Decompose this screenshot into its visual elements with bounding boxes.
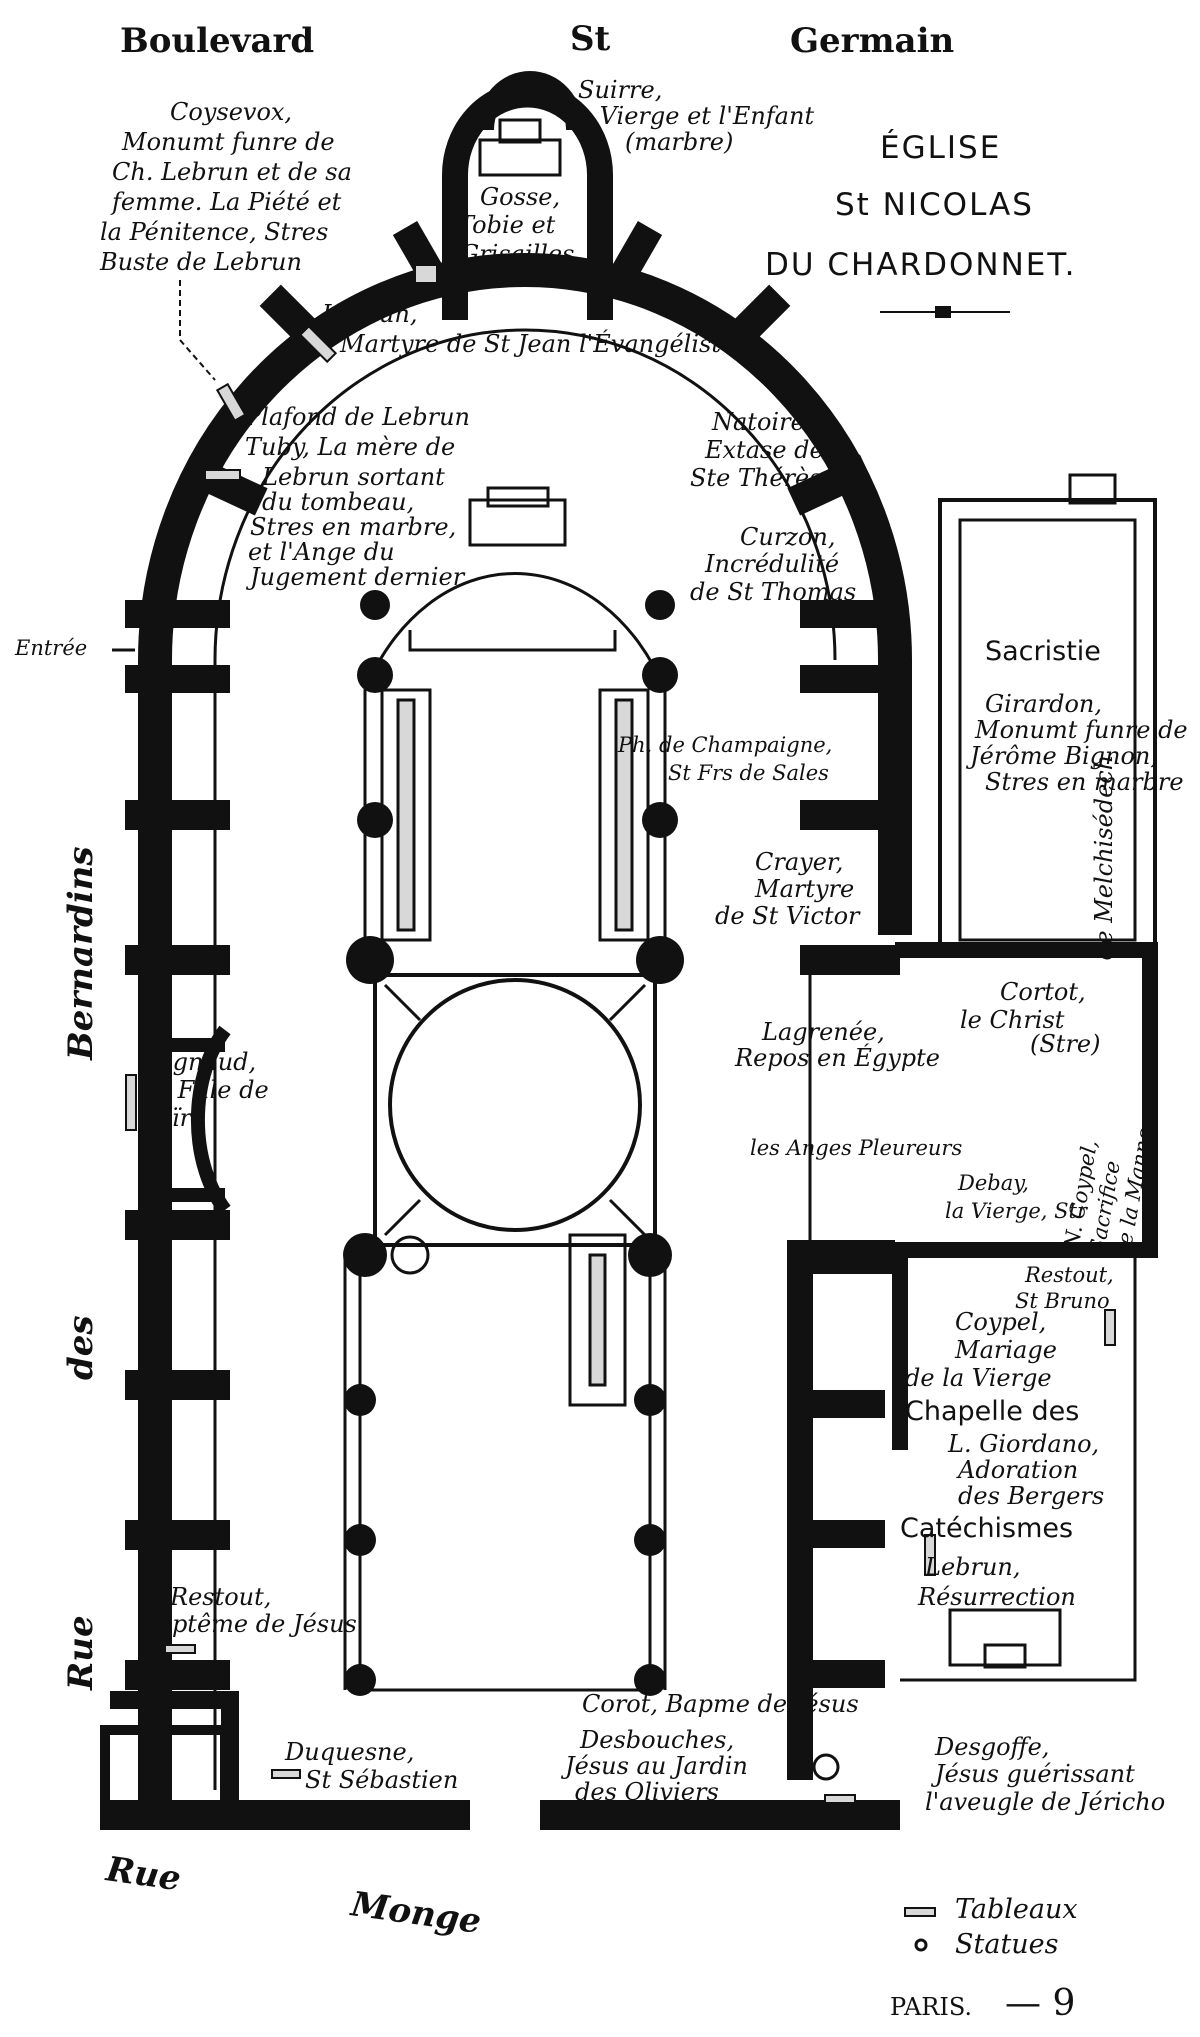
label-restout-bruno: Restout, St Bruno [1015, 1263, 1120, 1313]
label-lagrenee: Lagrenée, Repos en Égypte [734, 1018, 940, 1072]
label-duquesne: Duquesne, St Sébastien [284, 1738, 458, 1794]
label-girardon: Girardon, Monumt funre de Jérôme Bignon,… [965, 690, 1195, 796]
title-line-2: St NICOLAS [835, 187, 1034, 223]
crossing [373, 973, 657, 1247]
page-number: — 9 [1005, 1983, 1075, 2024]
label-lebrun-martyre: Lebrun, Martyre de St Jean l'Évangéliste [321, 300, 735, 358]
east-chapel-piers [795, 600, 900, 1688]
label-chapelle-des: Chapelle des [905, 1396, 1079, 1427]
west-chapel-arches [145, 1025, 231, 1215]
label-desbouches: Desbouches, Jésus au Jardin des Oliviers [560, 1726, 755, 1806]
label-entree: Entrée [14, 636, 87, 660]
title-ornament [880, 306, 1010, 318]
label-gosse: Gosse, Tobie et Grisailles [458, 183, 575, 268]
title-line-3: DU CHARDONNET. [765, 247, 1076, 283]
legend: Tableaux Statues [904, 1894, 1078, 1960]
label-catechismes: Catéchismes [900, 1513, 1073, 1544]
street-west-3: Rue [61, 1615, 101, 1691]
west-chapel-piers [125, 600, 230, 1690]
nave [343, 1233, 667, 1692]
coysevox-leader [179, 280, 216, 381]
street-west-2: des [61, 1315, 101, 1380]
street-west-1: Bernardins [61, 847, 101, 1062]
statue-marker [812, 1753, 840, 1781]
legend-statues-swatch [914, 1938, 928, 1952]
label-corot: Corot, Bapme de Jésus [582, 1690, 859, 1718]
label-desgoffe: Desgoffe, Jésus guérissant l'aveugle de … [925, 1733, 1165, 1816]
street-south-1: Rue [103, 1849, 183, 1899]
label-vignaud: Vignaud, la Fille de Jaïre [143, 1048, 276, 1132]
label-cortot: Cortot, le Christ (Stre) [960, 978, 1101, 1058]
label-giordano: L. Giordano, Adoration des Bergers [947, 1430, 1107, 1510]
label-coypel-mariage: Coypel, Mariage de la Vierge [905, 1308, 1065, 1392]
legend-tableaux-label: Tableaux [955, 1894, 1078, 1925]
tableaux-markers [125, 264, 1116, 1804]
label-curzon: Curzon, Incrédulité de St Thomas [690, 523, 856, 606]
label-restout-bapteme: Restout, Baptême de Jésus [139, 1583, 357, 1638]
legend-statues-label: Statues [955, 1929, 1059, 1960]
choir [363, 486, 667, 960]
title-line-1: ÉGLISE [880, 130, 1001, 166]
street-south-2: Monge [348, 1884, 484, 1942]
page-prefix: PARIS. [890, 1993, 972, 2021]
label-natoire: Natoire, Extase de Ste Thérèse [690, 408, 836, 492]
label-sacristie: Sacristie [985, 636, 1101, 667]
street-north-3: Germain [790, 21, 954, 61]
label-souvre: Suirre, la Vierge et l'Enfant (marbre) [570, 76, 822, 156]
label-crayer: Crayer, Martyre de St Victor [715, 848, 862, 930]
nave-pillars [343, 590, 684, 1696]
label-champaigne: Ph. de Champaigne, St Frs de Sales [617, 733, 839, 785]
label-coysevox: Coysevox, Monumt funre de Ch. Lebrun et … [99, 98, 360, 276]
street-north-1: Boulevard [120, 21, 314, 61]
pulpit [390, 1235, 430, 1275]
axial-chapel [442, 71, 613, 320]
street-north-2: St [570, 19, 611, 59]
label-debay: Debay, la Vierge, Str [945, 1171, 1089, 1223]
label-melchisedech: de Melchisédech [1090, 755, 1118, 960]
label-anges: les Anges Pleureurs [750, 1136, 962, 1160]
east-chapel-block [892, 942, 1158, 1682]
label-lebrun-resurrection: Lebrun, Résurrection [917, 1553, 1076, 1611]
label-plafond: Plafond de Lebrun Tuby, La mère de Lebru… [244, 403, 478, 591]
legend-tableaux-swatch [904, 1907, 936, 1917]
choir-stalls [380, 688, 650, 942]
